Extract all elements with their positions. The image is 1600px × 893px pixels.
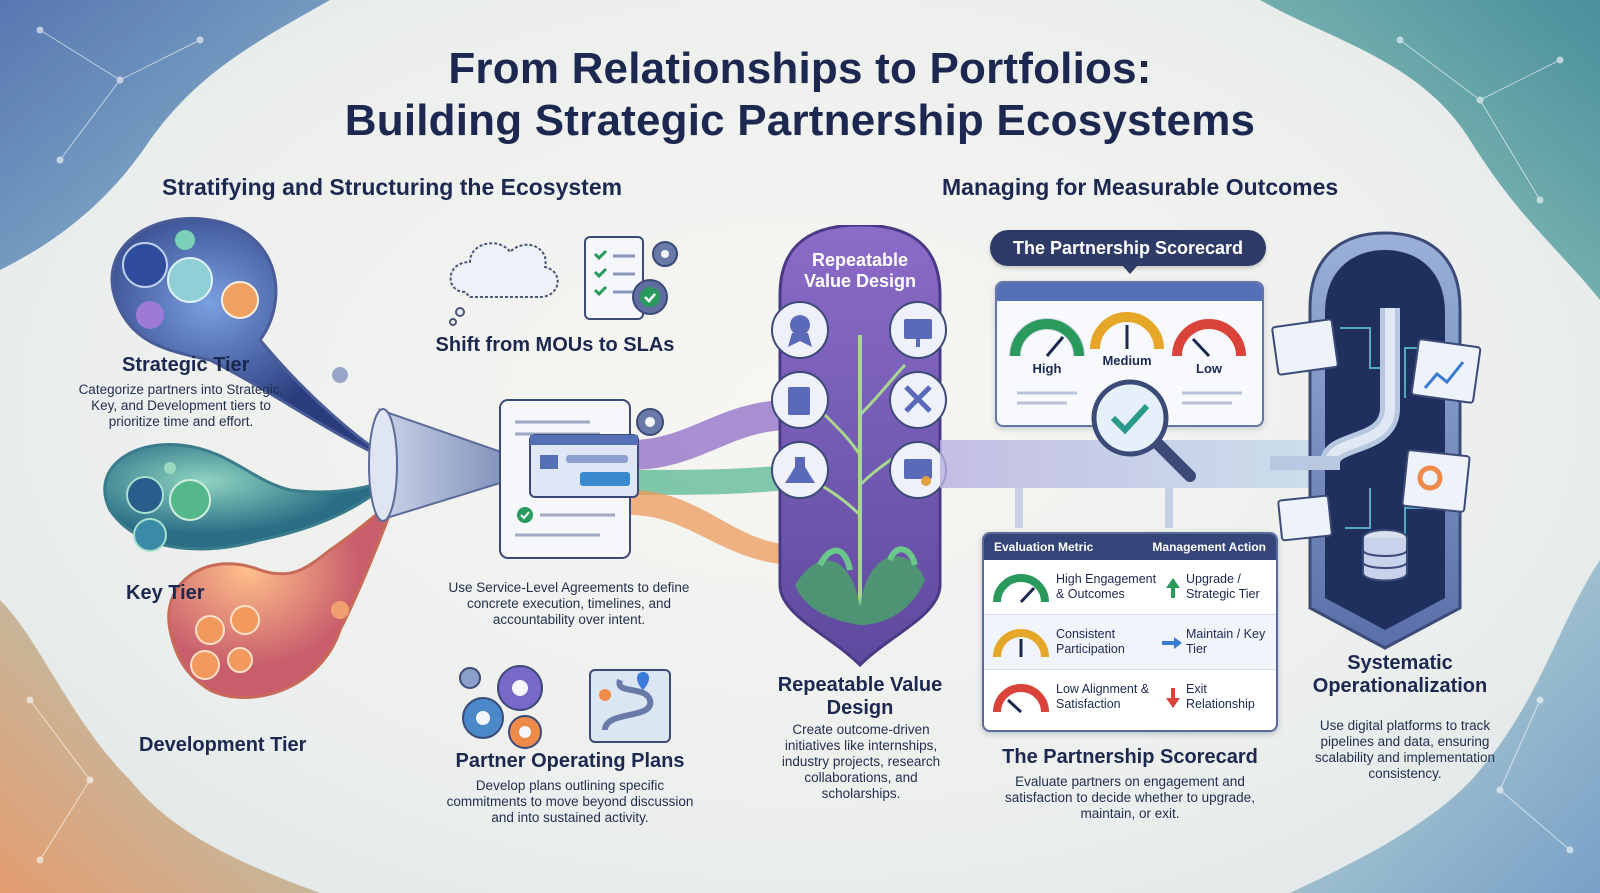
screen-panel-icon (1271, 318, 1482, 542)
gauge-panel (1009, 312, 1246, 405)
flow-ribbon-green (630, 465, 790, 495)
sla-document-flow (499, 399, 790, 565)
table-row: High Engagement & Outcomes Upgrade / Str… (984, 560, 1276, 615)
low-gauge-icon (1172, 319, 1246, 358)
operationalization-description: Use digital platforms to track pipelines… (1314, 718, 1496, 781)
table-row: Low Alignment & Satisfaction Exit Relati… (984, 670, 1276, 724)
checklist-doc-icon (584, 236, 644, 320)
operating-plans-description: Develop plans outlining specific commitm… (446, 778, 694, 825)
operationalization-label: Systematic Operationalization (1312, 652, 1488, 697)
low-gauge-icon (993, 684, 1049, 714)
scorecard-description: Evaluate partners on engagement and sati… (1005, 774, 1255, 821)
value-design-pillar (771, 225, 947, 668)
key-tier-blob (103, 442, 392, 551)
left-section-heading: Stratifying and Structuring the Ecosyste… (162, 174, 623, 200)
operationalization-capsule (1270, 231, 1482, 650)
pill-pointer (1122, 265, 1138, 274)
page-title-line-2: Building Strategic Partnership Ecosystem… (344, 96, 1256, 145)
gauge-label-low: Low (1196, 361, 1222, 376)
medium-gauge-icon (993, 629, 1049, 658)
evaluation-table: Evaluation Metric Management Action High… (982, 532, 1278, 732)
mou-to-sla-label: Shift from MOUs to SLAs (435, 334, 675, 356)
header-evaluation-metric: Evaluation Metric (994, 540, 1094, 554)
medium-gauge-icon (1090, 312, 1164, 350)
strategic-tier-label: Strategic Tier (122, 354, 250, 376)
arrow-right-icon (1162, 637, 1182, 649)
metric-cell: High Engagement & Outcomes (1056, 572, 1157, 601)
high-gauge-icon (1009, 318, 1085, 357)
action-cell: Exit Relationship (1186, 682, 1255, 711)
scorecard-label: The Partnership Scorecard (1002, 746, 1258, 768)
action-cell: Maintain / Key Tier (1186, 627, 1266, 656)
strategic-tier-description: Categorize partners into Strategic, Key,… (78, 382, 284, 429)
gear-icon (459, 667, 481, 689)
value-design-label: Repeatable Value Design (777, 674, 943, 719)
gauge-label-medium: Medium (1102, 353, 1152, 368)
mou-to-sla-description: Use Service-Level Agreements to define c… (448, 580, 690, 627)
dashboard-title-bar (997, 283, 1262, 301)
page-title-line-1: From Relationships to Portfolios: (448, 44, 1152, 93)
value-design-pill-title: Repeatable Value Design (803, 250, 917, 291)
right-section-heading: Managing for Measurable Outcomes (942, 174, 1339, 200)
flow-ribbon-orange (630, 490, 790, 565)
table-row: Consistent Participation Maintain / Key … (984, 615, 1276, 670)
development-tier-label: Development Tier (139, 734, 307, 756)
scorecard-pill-title: The Partnership Scorecard (990, 230, 1266, 266)
value-design-description: Create outcome-driven initiatives like i… (781, 722, 941, 801)
header-management-action: Management Action (1152, 540, 1266, 554)
operating-plans-label: Partner Operating Plans (455, 750, 685, 772)
roadmap-icon (589, 669, 671, 743)
mou-to-sla-icon (449, 236, 678, 326)
gauge-label-high: High (1032, 361, 1062, 376)
arrow-down-icon (1166, 688, 1180, 708)
key-tier-label: Key Tier (126, 582, 205, 604)
arrow-up-icon (1166, 578, 1180, 598)
table-header: Evaluation Metric Management Action (984, 534, 1276, 560)
high-gauge-icon (993, 574, 1049, 604)
flow-ribbon-purple (630, 400, 790, 470)
metric-cell: Low Alignment & Satisfaction (1056, 682, 1150, 711)
operating-plans-icon (459, 665, 671, 749)
tier-funnel-diagram (103, 217, 510, 699)
magnifier-check-icon (1091, 379, 1196, 482)
action-cell: Upgrade / Strategic Tier (1186, 572, 1260, 601)
database-icon (1362, 529, 1408, 582)
cloud-icon (449, 242, 559, 298)
metric-cell: Consistent Participation (1056, 627, 1125, 656)
